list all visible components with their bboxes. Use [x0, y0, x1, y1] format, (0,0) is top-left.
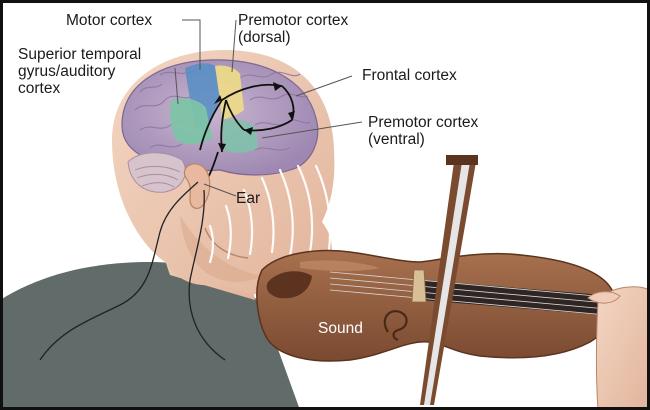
label-premotor-ventral: Premotor cortex (ventral) [368, 114, 479, 148]
label-superior-temporal: Superior temporal gyrus/auditory cortex [18, 46, 142, 97]
label-premotor-dorsal: Premotor cortex (dorsal) [238, 12, 349, 46]
premotor-ventral-region [222, 119, 258, 153]
premotor-dorsal-region [215, 65, 244, 120]
violin-f-hole [383, 310, 408, 342]
leader-lines [174, 19, 363, 197]
finger [587, 291, 621, 304]
label-ear: Ear [236, 190, 261, 207]
brain-folds [134, 69, 311, 151]
label-motor-cortex: Motor cortex [66, 12, 153, 29]
pathway-arrowheads [214, 82, 295, 152]
violin-bow [420, 155, 478, 405]
earbud-wires [39, 181, 226, 361]
violin-chinrest [266, 271, 312, 299]
violin-bridge [411, 269, 427, 303]
cerebellum-folds [134, 165, 181, 188]
label-sound: Sound [318, 320, 363, 337]
violin-highlight [300, 260, 380, 271]
violin-fingerboard [420, 280, 640, 318]
chin-outline [204, 227, 249, 259]
bow-hand [596, 286, 650, 410]
violin-strings [329, 271, 641, 319]
cerebellum [127, 152, 186, 193]
auditory-region [169, 98, 212, 145]
jaw-shadow [180, 215, 262, 282]
shirt [0, 262, 300, 410]
label-frontal-cortex: Frontal cortex [362, 67, 457, 84]
